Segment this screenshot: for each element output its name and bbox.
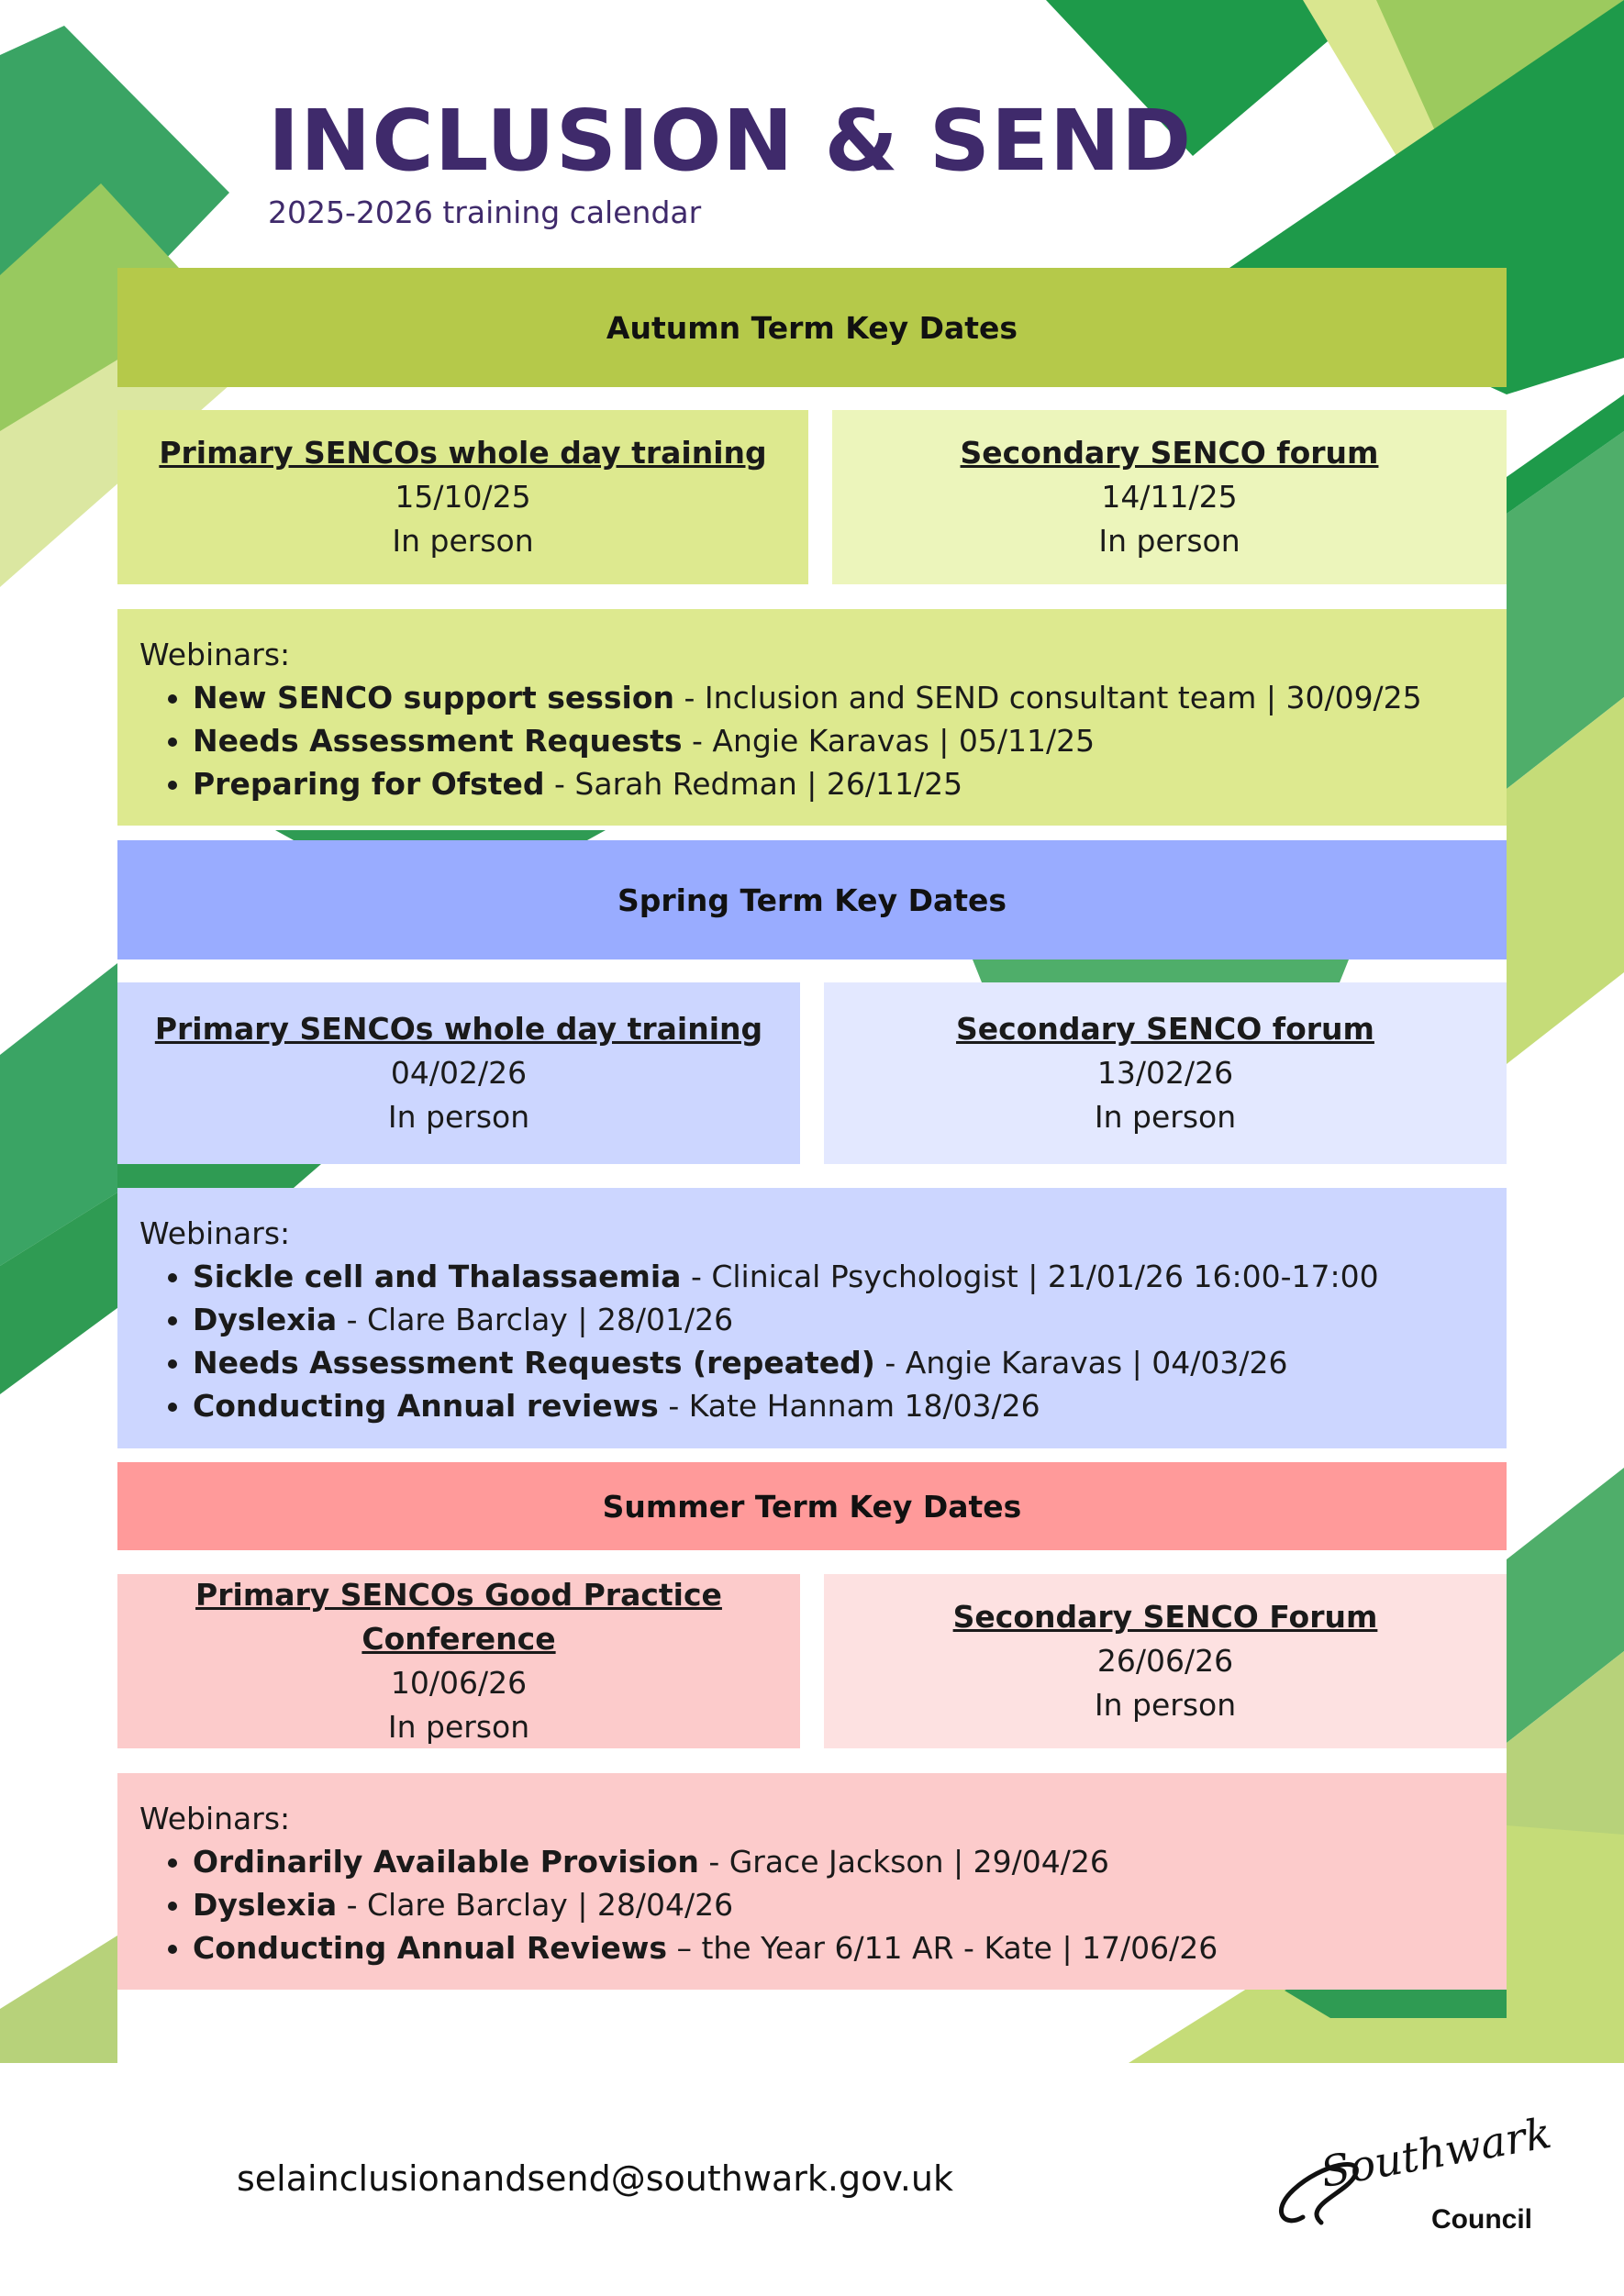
- webinar-list: New SENCO support session - Inclusion an…: [139, 676, 1485, 805]
- summer-webinars: Webinars: Ordinarily Available Provision…: [117, 1773, 1507, 1990]
- webinar-name: Conducting Annual reviews: [193, 1388, 659, 1424]
- event-title: Primary SENCOs Good Practice Conference: [195, 1577, 722, 1657]
- webinar-name: Dyslexia: [193, 1887, 338, 1923]
- event-mode: In person: [392, 523, 534, 559]
- webinar-name: New SENCO support session: [193, 680, 675, 715]
- event-date: 26/06/26: [1096, 1643, 1234, 1679]
- webinar-detail: - Inclusion and SEND consultant team | 3…: [674, 680, 1422, 715]
- webinar-name: Needs Assessment Requests (repeated): [193, 1345, 875, 1381]
- logo-council-text: Council: [1431, 2204, 1532, 2235]
- webinar-detail: - Angie Karavas | 05/11/25: [682, 723, 1096, 759]
- spring-term-heading: Spring Term Key Dates: [117, 840, 1507, 959]
- event-mode: In person: [387, 1099, 530, 1135]
- webinar-item: New SENCO support session - Inclusion an…: [193, 676, 1485, 719]
- webinar-item: Ordinarily Available Provision - Grace J…: [193, 1840, 1485, 1883]
- webinar-name: Sickle cell and Thalassaemia: [193, 1259, 682, 1294]
- webinars-label: Webinars:: [139, 637, 291, 672]
- event-mode: In person: [387, 1709, 530, 1745]
- event-mode: In person: [1098, 523, 1240, 559]
- spring-webinars: Webinars: Sickle cell and Thalassaemia -…: [117, 1188, 1507, 1448]
- webinar-item: Dyslexia - Clare Barclay | 28/04/26: [193, 1883, 1485, 1926]
- summer-event-secondary: Secondary SENCO Forum 26/06/26 In person: [824, 1574, 1507, 1748]
- contact-email-link[interactable]: selainclusionandsend@southwark.gov.uk: [237, 2158, 954, 2199]
- autumn-term-heading: Autumn Term Key Dates: [117, 268, 1507, 387]
- webinar-name: Needs Assessment Requests: [193, 723, 683, 759]
- event-date: 04/02/26: [390, 1055, 528, 1091]
- webinar-name: Preparing for Ofsted: [193, 766, 545, 802]
- event-title: Primary SENCOs whole day training: [154, 1011, 763, 1047]
- webinar-detail: - Sarah Redman | 26/11/25: [544, 766, 963, 802]
- summer-event-primary: Primary SENCOs Good Practice Conference …: [117, 1574, 800, 1748]
- webinar-detail: - Clare Barclay | 28/01/26: [337, 1302, 734, 1337]
- autumn-event-primary: Primary SENCOs whole day training 15/10/…: [117, 410, 808, 584]
- webinar-detail: - Clinical Psychologist | 21/01/26 16:00…: [681, 1259, 1379, 1294]
- webinar-detail: - Clare Barclay | 28/04/26: [337, 1887, 734, 1923]
- event-mode: In person: [1094, 1687, 1237, 1723]
- spring-event-primary: Primary SENCOs whole day training 04/02/…: [117, 982, 800, 1164]
- summer-term-heading: Summer Term Key Dates: [117, 1462, 1507, 1550]
- webinars-label: Webinars:: [139, 1801, 291, 1836]
- event-title: Secondary SENCO forum: [960, 435, 1379, 471]
- event-date: 13/02/26: [1096, 1055, 1234, 1091]
- webinar-item: Conducting Annual Reviews – the Year 6/1…: [193, 1926, 1485, 1969]
- footer: selainclusionandsend@southwark.gov.uk So…: [0, 2063, 1624, 2296]
- autumn-webinars: Webinars: New SENCO support session - In…: [117, 609, 1507, 826]
- event-date: 10/06/26: [390, 1665, 528, 1701]
- webinar-detail: - Angie Karavas | 04/03/26: [874, 1345, 1288, 1381]
- webinars-label: Webinars:: [139, 1215, 291, 1251]
- webinar-item: Preparing for Ofsted - Sarah Redman | 26…: [193, 762, 1485, 805]
- webinar-item: Conducting Annual reviews - Kate Hannam …: [193, 1384, 1485, 1427]
- page-subtitle: 2025-2026 training calendar: [268, 194, 702, 230]
- webinar-item: Sickle cell and Thalassaemia - Clinical …: [193, 1255, 1485, 1298]
- event-title: Secondary SENCO forum: [956, 1011, 1374, 1047]
- webinar-item: Needs Assessment Requests - Angie Karava…: [193, 719, 1485, 762]
- webinar-detail: - Grace Jackson | 29/04/26: [698, 1844, 1109, 1880]
- webinar-name: Dyslexia: [193, 1302, 338, 1337]
- autumn-event-secondary: Secondary SENCO forum 14/11/25 In person: [832, 410, 1507, 584]
- event-title: Primary SENCOs whole day training: [159, 435, 767, 471]
- webinar-list: Ordinarily Available Provision - Grace J…: [139, 1840, 1485, 1969]
- webinar-detail: – the Year 6/11 AR - Kate | 17/06/26: [666, 1930, 1218, 1966]
- webinar-name: Ordinarily Available Provision: [193, 1844, 699, 1880]
- webinar-detail: - Kate Hannam 18/03/26: [658, 1388, 1040, 1424]
- webinar-list: Sickle cell and Thalassaemia - Clinical …: [139, 1255, 1485, 1427]
- event-date: 14/11/25: [1101, 479, 1238, 515]
- page-title: INCLUSION & SEND: [268, 92, 1193, 190]
- event-mode: In person: [1094, 1099, 1237, 1135]
- spring-event-secondary: Secondary SENCO forum 13/02/26 In person: [824, 982, 1507, 1164]
- webinar-name: Conducting Annual Reviews: [193, 1930, 667, 1966]
- webinar-item: Dyslexia - Clare Barclay | 28/01/26: [193, 1298, 1485, 1341]
- logo-swoosh: [1279, 2162, 1359, 2225]
- southwark-council-logo: Southwark Council: [1266, 2100, 1560, 2246]
- event-date: 15/10/25: [395, 479, 531, 515]
- logo-script-text: Southwark: [1317, 2108, 1554, 2197]
- webinar-item: Needs Assessment Requests (repeated) - A…: [193, 1341, 1485, 1384]
- event-title: Secondary SENCO Forum: [952, 1599, 1378, 1635]
